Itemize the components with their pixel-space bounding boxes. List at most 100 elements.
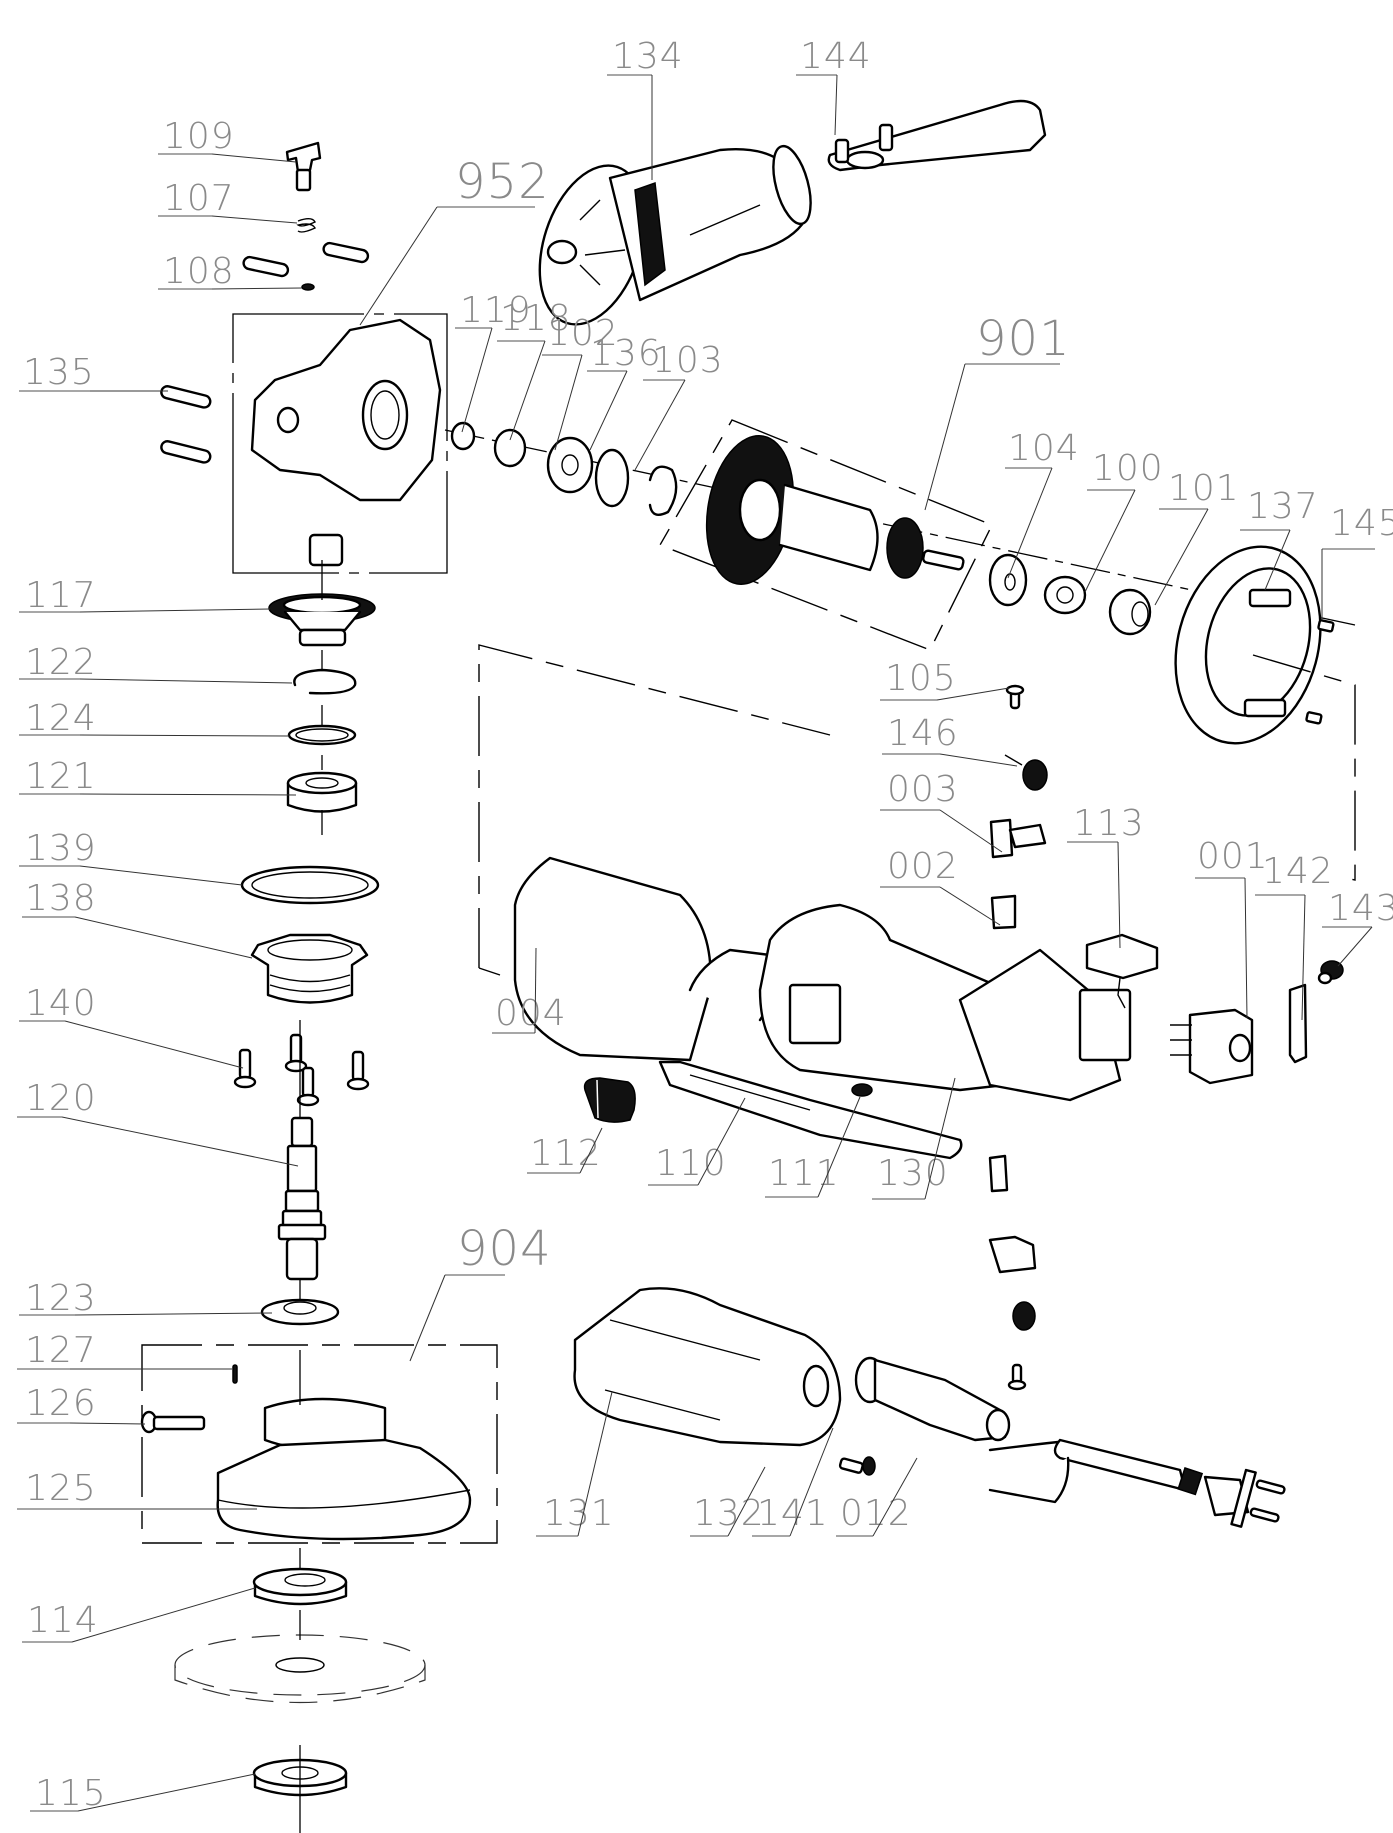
spanner-wrench-part: [827, 99, 1047, 172]
callout-114[interactable]: 114: [22, 1587, 256, 1643]
callout-105[interactable]: 105: [880, 658, 1010, 701]
callout-102[interactable]: 102: [542, 313, 619, 451]
part-label-131: 131: [543, 1493, 615, 1534]
callout-118[interactable]: 118: [497, 298, 572, 441]
sleeve-part: [1305, 619, 1335, 725]
callout-132[interactable]: 132: [690, 1466, 766, 1537]
callout-901[interactable]: 901: [924, 311, 1071, 511]
callout-107[interactable]: 107: [158, 178, 298, 224]
part-label-132: 132: [693, 1493, 765, 1534]
armature-front-hardware: [450, 421, 678, 516]
part-label-139: 139: [25, 828, 97, 869]
part-label-115: 115: [35, 1773, 107, 1814]
callout-123[interactable]: 123: [19, 1278, 273, 1319]
part-label-100: 100: [1092, 448, 1164, 489]
callout-003[interactable]: 003: [880, 769, 1003, 853]
callout-103[interactable]: 103: [634, 340, 724, 471]
part-label-146: 146: [887, 713, 959, 754]
callout-115[interactable]: 115: [30, 1773, 256, 1814]
callout-100[interactable]: 100: [1084, 448, 1164, 593]
power-cord-part: [988, 1438, 1286, 1528]
callout-119[interactable]: 119: [455, 290, 532, 433]
part-label-127: 127: [25, 1330, 97, 1371]
part-label-144: 144: [800, 36, 872, 77]
callout-139[interactable]: 139: [19, 828, 243, 886]
part-labels: 134 144 109 107 108 952 135: [17, 36, 1393, 1814]
callout-136[interactable]: 136: [587, 333, 662, 451]
callout-145[interactable]: 145: [1321, 503, 1393, 620]
callout-142[interactable]: 142: [1255, 851, 1334, 1021]
part-label-002: 002: [887, 846, 959, 887]
callout-012[interactable]: 012: [836, 1457, 918, 1537]
part-label-125: 125: [25, 1468, 97, 1509]
part-label-111: 111: [768, 1153, 840, 1194]
grinding-disc-outline: [174, 1634, 426, 1704]
callout-002[interactable]: 002: [880, 846, 1001, 926]
callout-124[interactable]: 124: [19, 698, 290, 739]
part-label-110: 110: [655, 1143, 727, 1184]
callout-130[interactable]: 130: [872, 1077, 956, 1200]
part-label-123: 123: [25, 1278, 97, 1319]
part-label-114: 114: [27, 1600, 99, 1641]
flange-screws-part: [233, 1033, 370, 1107]
part-label-126: 126: [25, 1383, 97, 1424]
callout-004[interactable]: 004: [492, 947, 567, 1034]
lock-pins-part: [242, 241, 370, 291]
switch-screw-part: [1317, 960, 1344, 985]
circlip-part: [293, 668, 357, 695]
callout-144[interactable]: 144: [796, 36, 872, 136]
part-label-108: 108: [163, 251, 235, 292]
spindle-lock-button-part: [285, 141, 322, 192]
spindle-axis-line: [299, 560, 323, 1833]
callout-904[interactable]: 904: [409, 1221, 552, 1362]
callout-138[interactable]: 138: [22, 878, 253, 959]
part-label-112: 112: [530, 1133, 602, 1174]
callout-001[interactable]: 001: [1195, 836, 1269, 1019]
callout-141[interactable]: 141: [752, 1427, 834, 1537]
callout-117[interactable]: 117: [19, 575, 271, 616]
callout-126[interactable]: 126: [17, 1383, 146, 1425]
assembly-label-904: 904: [457, 1221, 552, 1277]
callout-113[interactable]: 113: [1067, 803, 1145, 949]
callout-110[interactable]: 110: [648, 1097, 746, 1186]
part-label-130: 130: [877, 1153, 949, 1194]
part-label-138: 138: [25, 878, 97, 919]
assembly-label-901: 901: [976, 311, 1071, 367]
gasket-part: [240, 865, 380, 905]
callout-108[interactable]: 108: [158, 251, 303, 292]
callout-109[interactable]: 109: [158, 116, 297, 163]
callout-112[interactable]: 112: [527, 1127, 603, 1174]
cover-screw-part: [838, 1456, 876, 1476]
part-label-142: 142: [1262, 851, 1334, 892]
callout-135[interactable]: 135: [19, 352, 168, 393]
callout-146[interactable]: 146: [882, 713, 1018, 767]
callout-143[interactable]: 143: [1322, 888, 1393, 967]
bearing-part: [286, 771, 358, 813]
callout-120[interactable]: 120: [17, 1078, 299, 1167]
callout-131[interactable]: 131: [536, 1391, 615, 1537]
callout-121[interactable]: 121: [19, 756, 297, 797]
part-label-103: 103: [652, 340, 724, 381]
part-label-124: 124: [25, 698, 97, 739]
part-label-140: 140: [25, 983, 97, 1024]
assembly-label-952: 952: [455, 154, 550, 210]
callout-101[interactable]: 101: [1154, 468, 1240, 606]
part-label-118: 118: [500, 298, 572, 339]
callout-104[interactable]: 104: [1005, 428, 1080, 579]
side-handle-part: [538, 144, 812, 326]
callout-122[interactable]: 122: [19, 642, 293, 684]
part-label-104: 104: [1008, 428, 1080, 469]
brush-ring-assembly-line: [1252, 654, 1356, 881]
callout-127[interactable]: 127: [17, 1330, 232, 1371]
callout-125[interactable]: 125: [17, 1468, 257, 1510]
bevel-gear-part: [268, 593, 376, 647]
callout-140[interactable]: 140: [19, 983, 244, 1069]
callout-952[interactable]: 952: [359, 154, 550, 326]
part-label-135: 135: [23, 352, 95, 393]
bearing-flange-part: [250, 933, 369, 1004]
brush-holder-components: [989, 684, 1048, 930]
spring-part: [296, 218, 316, 233]
callout-137[interactable]: 137: [1240, 486, 1319, 591]
callout-111[interactable]: 111: [765, 1096, 861, 1198]
callout-134[interactable]: 134: [607, 36, 684, 180]
